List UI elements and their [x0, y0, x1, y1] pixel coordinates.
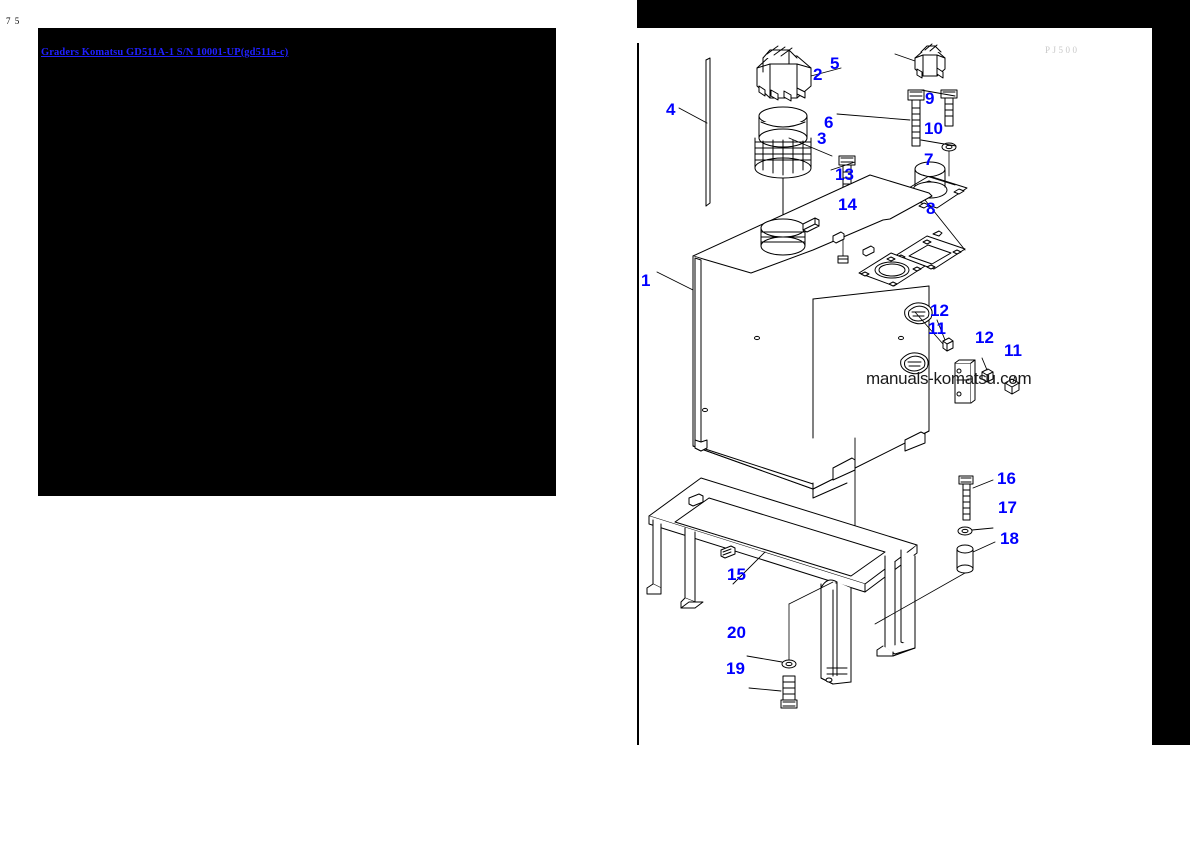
sheet-top-black-bar	[637, 0, 1190, 28]
callout-13[interactable]: 13	[835, 165, 854, 184]
left-thumbnail-panel: Graders Komatsu GD511A-1 S/N 10001-UP(gd…	[38, 28, 556, 496]
sheet-code-label: PJ500	[1045, 45, 1080, 55]
callout-10[interactable]: 10	[924, 119, 943, 138]
callout-8[interactable]: 8	[926, 199, 936, 218]
callout-16[interactable]: 16	[997, 469, 1016, 488]
callout-17[interactable]: 17	[998, 498, 1017, 517]
callout-2[interactable]: 2	[813, 65, 823, 84]
sheet-page-number: 7 5	[6, 16, 21, 26]
site-watermark: manuals-komatsu.com	[866, 369, 1032, 388]
callout-12-b[interactable]: 12	[975, 328, 994, 347]
callout-19[interactable]: 19	[726, 659, 745, 678]
callout-1[interactable]: 1	[641, 271, 651, 290]
callout-20[interactable]: 20	[727, 623, 746, 642]
callout-6[interactable]: 6	[824, 113, 834, 132]
sheet-right-black-bar	[1152, 28, 1190, 745]
callout-3[interactable]: 3	[817, 129, 827, 148]
callout-4[interactable]: 4	[666, 100, 676, 119]
catalog-title-link[interactable]: Graders Komatsu GD511A-1 S/N 10001-UP(gd…	[41, 47, 289, 58]
callout-7[interactable]: 7	[924, 150, 934, 169]
callout-9[interactable]: 9	[925, 89, 935, 108]
callout-12-a[interactable]: 12	[930, 301, 949, 320]
callout-15[interactable]: 15	[727, 565, 746, 584]
callout-14[interactable]: 14	[838, 195, 857, 214]
callout-18[interactable]: 18	[1000, 529, 1019, 548]
callout-5[interactable]: 5	[830, 54, 840, 73]
sheet-body	[637, 43, 1152, 745]
callout-11-b[interactable]: 11	[1004, 341, 1022, 360]
callout-11-a[interactable]: 11	[928, 319, 946, 338]
